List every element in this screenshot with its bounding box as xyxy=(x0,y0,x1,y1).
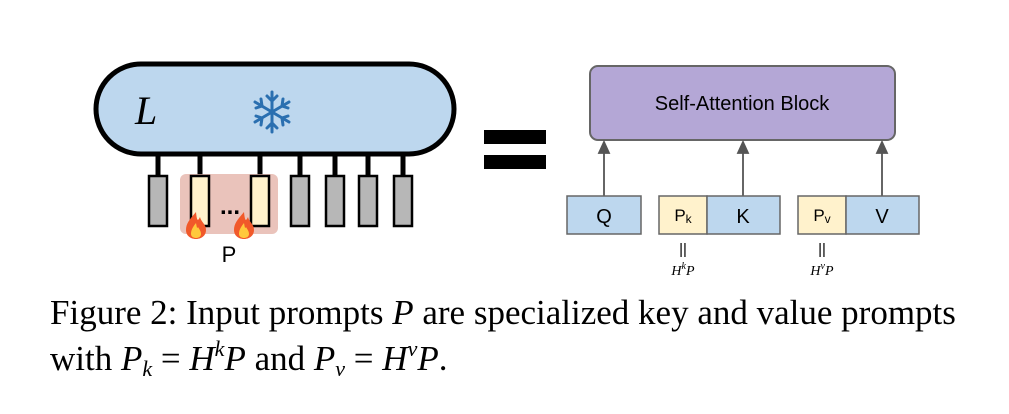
fire-icon xyxy=(234,212,254,239)
prompt-figure: L ... xyxy=(93,61,920,279)
figure-caption: Figure 2: Input prompts P are specialize… xyxy=(50,290,990,382)
value-projection-label: HvP xyxy=(809,261,834,279)
fire-icon xyxy=(186,212,206,239)
query-label: Q xyxy=(596,206,612,228)
prompt-label: P xyxy=(222,242,237,267)
key-prompt-label: Pk xyxy=(674,206,692,226)
frozen-token xyxy=(289,174,311,228)
self-attention-diagram: Self-Attention Block Q Pk K Pv V || HkP … xyxy=(566,65,920,279)
frozen-token xyxy=(357,174,379,228)
caption-prefix: Figure 2: Input prompts xyxy=(50,293,393,332)
value-prompt-equals: || xyxy=(818,241,826,258)
caption-math-Pk-equation: Pk = HkP xyxy=(120,336,246,381)
key-prompt-equals: || xyxy=(679,241,687,258)
frozen-token xyxy=(392,174,414,228)
caption-math-P: P xyxy=(392,293,414,332)
attention-arrows xyxy=(597,139,889,196)
caption-and: and xyxy=(245,339,314,378)
model-label: L xyxy=(134,88,157,133)
self-attention-block xyxy=(589,65,896,141)
prompt-ellipsis: ... xyxy=(220,193,240,220)
caption-text: are specialized key and value prompts wi… xyxy=(50,293,956,378)
caption-math-Pv-equation: Pv = HvP. xyxy=(313,336,448,381)
equals-sign xyxy=(484,130,546,169)
frozen-token xyxy=(147,174,169,228)
value-box xyxy=(845,195,920,235)
key-projection-label: HkP xyxy=(670,261,695,279)
frozen-token xyxy=(324,174,346,228)
key-box xyxy=(706,195,781,235)
snowflake-icon xyxy=(253,90,291,134)
key-label: K xyxy=(736,206,750,228)
value-prompt-label: Pv xyxy=(813,206,830,226)
value-label: V xyxy=(875,206,889,228)
prompt-token xyxy=(249,174,271,228)
frozen-model: L ... xyxy=(93,61,457,267)
query-box xyxy=(566,195,642,235)
self-attention-label: Self-Attention Block xyxy=(655,93,831,115)
